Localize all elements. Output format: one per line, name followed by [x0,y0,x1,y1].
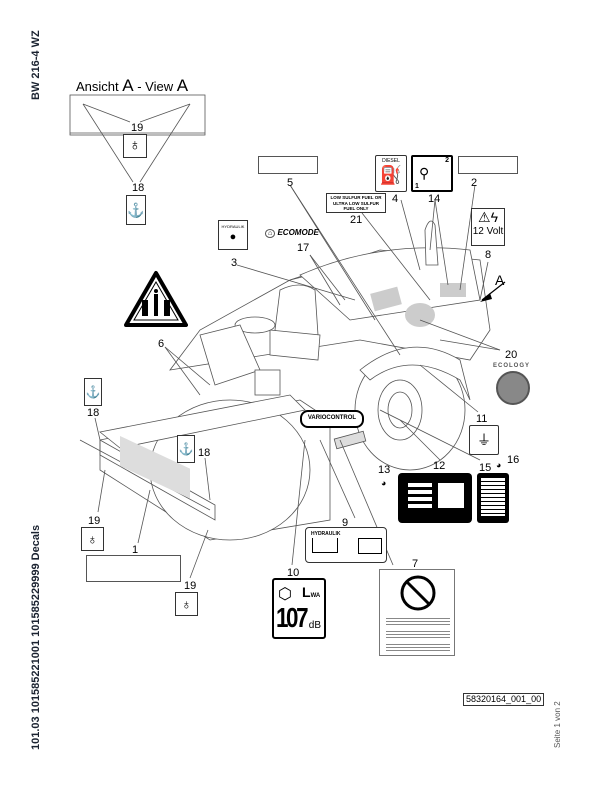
view-a-letter: A [122,76,134,95]
type-plate-field [408,490,432,494]
diesel-label: DIESEL [382,158,400,164]
callout-3: 3 [231,257,238,269]
page-label: Seite 1 von 2 [553,701,562,748]
view-a-letter-2: A [176,76,189,95]
callout-17: 17 [297,242,310,254]
callout-18-left: 18 [87,407,100,419]
warning-triangle-icon: ⚠ϟ [478,209,498,225]
low-sulfur-line-2: ULTRA LOW SULFUR [333,200,379,206]
blank-label-5 [258,156,318,174]
callout-4: 4 [392,193,399,205]
rivet-icon-2: ◕ [496,460,502,470]
callout-16: 16 [507,454,520,466]
decal-lifting-point-front: ♁ [175,592,198,616]
callout-5: 5 [287,177,294,189]
type-plate-field [408,504,432,508]
view-a-arrow-label: A [495,272,505,288]
callout-11: 11 [476,413,488,425]
no-entry-gears-icon [400,575,436,611]
ecology-badge-icon [496,371,530,405]
lever-step-2: 2 [445,157,449,164]
decal-hydraulik-oil: HYDRAULIK ● [218,220,248,250]
decal-diesel: DIESEL ⛽ [375,155,407,192]
sound-hex-icon: ⬡ [278,586,292,603]
ecology-label: ECOLOGY [493,363,531,369]
callout-1: 1 [132,544,139,556]
decal-crane-hook-left: ⚓ [84,378,102,406]
decal-ecomode: ⌂ ECOMODE [265,228,319,238]
decal-crane-hook-front: ⚓ [177,435,195,463]
type-plate-small-info [481,478,505,516]
type-plate-info [438,483,464,508]
blank-label-2 [458,156,518,174]
variocontrol-label: VARIOCONTROL [307,415,357,421]
tank-low-icon [312,538,338,553]
hydraulik-label: HYDRAULIK [221,224,245,229]
decal-sound-power: ⬡ LWA 107 dB [272,578,326,639]
decal-hydraulik-level: HYDRAULIK [305,527,387,563]
fuel-pump-icon: ⛽ [379,165,403,185]
callout-9: 9 [342,517,349,529]
decal-lifting-point-icon: ♁ [123,134,147,158]
callout-6: 6 [158,338,165,350]
type-plate-field [408,497,432,501]
callout-18-front: 18 [198,447,211,459]
callout-19-front: 19 [184,580,197,592]
callout-18-view-a: 18 [132,182,145,194]
view-a-prefix: Ansicht [76,79,119,94]
crush-hazard-warning [124,271,188,327]
decal-variocontrol: VARIOCONTROL [300,410,364,428]
decal-lever: 2 ⚲ 1 [411,155,453,192]
view-a-title: Ansicht A - View A [76,76,188,96]
low-sulfur-line-1: LOW SULFUR FUEL OR [330,195,382,200]
ecomode-label: ECOMODE [277,228,319,237]
rivet-icon: ◕ [381,478,387,488]
lever-icon: ⚲ [419,165,430,181]
decal-ecology: ECOLOGY [488,363,534,405]
decal-12-volt: ⚠ϟ 12 Volt [471,208,505,246]
callout-21: 21 [350,214,363,226]
low-sulfur-line-3: FUEL ONLY [343,206,369,211]
type-plate-field [408,483,432,487]
view-a-separator: - View [133,79,177,94]
ecomode-icon: ⌂ [265,229,276,238]
callout-12: 12 [433,460,446,472]
callout-7: 7 [412,558,419,570]
callout-14: 14 [428,193,441,205]
blank-label-1 [86,555,181,582]
sound-symbol-sub: WA [310,593,321,599]
callout-2: 2 [471,177,478,189]
decal-low-sulfur: LOW SULFUR FUEL OR ULTRA LOW SULFUR FUEL… [326,193,386,213]
callout-15: 15 [479,462,492,474]
callout-10: 10 [287,567,300,579]
callout-20: 20 [505,349,518,361]
decal-fuel-filter: ⏚ [469,425,499,455]
callout-19-view-a: 19 [131,122,144,134]
sound-symbol: LWA [302,584,320,600]
callout-8: 8 [485,249,492,261]
type-plate-main [398,473,472,523]
type-plate-small [477,473,509,523]
callout-19-left: 19 [88,515,101,527]
hydraulik-pair-label: HYDRAULIK [311,531,341,537]
oil-drop-icon: ● [229,231,237,243]
voltage-label: 12 Volt [472,226,504,237]
decal-lifting-point-left: ♁ [81,527,104,551]
sound-unit: dB [308,620,321,631]
callout-13: 13 [378,464,391,476]
drawing-number: 58320164_001_00 [463,693,545,706]
tank-high-icon [358,538,382,554]
decal-warning-notice [379,569,455,656]
notice-text [386,616,450,653]
decal-crane-hook-icon: ⚓ [126,195,146,225]
sound-symbol-l: L [302,584,311,600]
sound-value: 107 [276,602,309,633]
lever-step-1: 1 [415,183,419,190]
